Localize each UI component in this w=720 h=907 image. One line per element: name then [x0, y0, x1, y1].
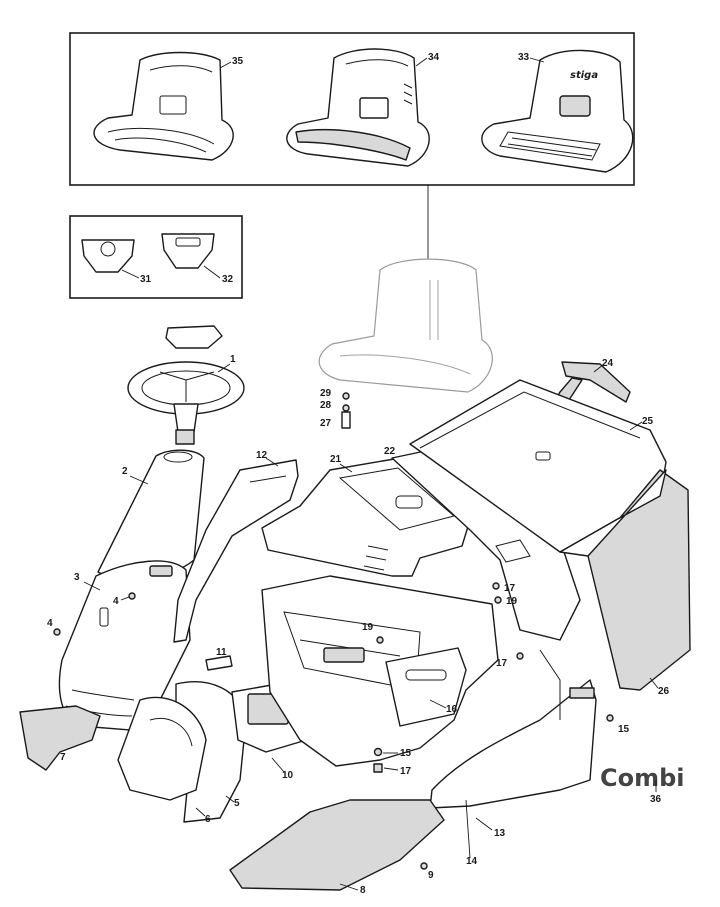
- callout-31: 31: [140, 274, 152, 285]
- callout-28: 28: [320, 400, 332, 411]
- callout-14: 14: [466, 856, 478, 867]
- collector-bag-26: [559, 469, 691, 691]
- leader-21: [339, 463, 353, 473]
- leader-33: [529, 57, 545, 63]
- callout-21: 21: [330, 454, 342, 465]
- leader-10: [271, 757, 285, 773]
- clip-17-upper: [492, 582, 500, 590]
- leader-14: [465, 799, 471, 859]
- bolt-11: [205, 655, 233, 671]
- leader-2: [129, 475, 149, 485]
- screw-15-right: [606, 714, 614, 722]
- steering-cover-32: [161, 233, 215, 269]
- floor-mat-8: [229, 799, 445, 891]
- callout-6: 6: [205, 814, 211, 825]
- screw-4-lower: [53, 628, 61, 636]
- variant-label: Combi: [600, 764, 685, 792]
- leader-34: [415, 57, 428, 67]
- callout-15a: 15: [400, 748, 412, 759]
- callout-17a: 17: [504, 583, 516, 594]
- leader-24: [593, 363, 605, 373]
- callout-11: 11: [216, 647, 227, 658]
- leader-8: [339, 883, 359, 891]
- callout-15b: 15: [618, 724, 630, 735]
- callout-10: 10: [282, 770, 294, 781]
- callout-13: 13: [494, 828, 506, 839]
- callout-36: 36: [650, 794, 662, 805]
- fender-inner-6: [117, 696, 207, 801]
- callout-32: 32: [222, 274, 234, 285]
- bolt-19-left: [376, 636, 384, 644]
- callout-16: 16: [446, 704, 458, 715]
- nut-15-center: [373, 747, 383, 757]
- callout-5: 5: [234, 798, 240, 809]
- leader-16: [429, 699, 447, 709]
- seat-34: [286, 48, 430, 167]
- rear-panel-16: [385, 647, 467, 727]
- leader-12: [265, 457, 279, 467]
- steering-covers-frame: [69, 215, 243, 299]
- callout-2: 2: [122, 466, 128, 477]
- callout-4a: 4: [113, 596, 119, 607]
- callout-19b: 19: [506, 596, 518, 607]
- leader-32: [203, 265, 221, 279]
- column-cover-2: [97, 449, 205, 580]
- callout-25: 25: [642, 416, 654, 427]
- leader-1: [217, 363, 231, 373]
- leader-35: [219, 61, 232, 69]
- callout-9: 9: [428, 870, 434, 881]
- callout-17c: 17: [400, 766, 412, 777]
- callout-29: 29: [320, 388, 332, 399]
- callout-33: 33: [518, 52, 530, 63]
- callout-1: 1: [230, 354, 236, 365]
- callout-7: 7: [60, 752, 66, 763]
- leader-5: [225, 795, 235, 803]
- callout-22: 22: [384, 446, 396, 457]
- callout-35: 35: [232, 56, 244, 67]
- callout-4b: 4: [47, 618, 53, 629]
- bolt-27-28-29: [341, 392, 351, 429]
- leader-13: [475, 817, 493, 831]
- side-panel-12: [173, 459, 299, 643]
- callout-12: 12: [256, 450, 268, 461]
- screw-4-upper: [128, 592, 136, 600]
- steering-cover-31: [81, 239, 135, 273]
- leader-6: [195, 807, 206, 817]
- seat-installed-ghost: [318, 258, 493, 393]
- screw-9: [420, 862, 428, 870]
- callout-19a: 19: [362, 622, 374, 633]
- bumper-7: [19, 705, 101, 771]
- seat-options-frame: [69, 32, 635, 186]
- callout-26: 26: [658, 686, 670, 697]
- callout-34: 34: [428, 52, 440, 63]
- leader-31: [121, 269, 140, 279]
- clip-17-lower: [373, 763, 383, 773]
- callout-8: 8: [360, 885, 366, 896]
- bolt-19-right: [494, 596, 502, 604]
- leader-26: [649, 677, 659, 689]
- steering-cover-installed: [165, 325, 223, 349]
- rear-fender-13: [429, 649, 597, 809]
- front-hood-3: [58, 560, 191, 731]
- leader-4a: [120, 596, 130, 601]
- callout-3: 3: [74, 572, 80, 583]
- seat-35: [93, 51, 234, 161]
- seat-33: stiga: [481, 49, 634, 173]
- callout-27: 27: [320, 418, 332, 429]
- stiga-logo: stiga: [570, 70, 598, 81]
- leader-25: [629, 421, 643, 431]
- steering-wheel-1: [127, 361, 245, 445]
- callout-17b: 17: [496, 658, 508, 669]
- leader-3: [83, 581, 101, 591]
- leader-17c: [383, 767, 399, 771]
- clip-17-mid: [516, 652, 524, 660]
- callout-24: 24: [602, 358, 614, 369]
